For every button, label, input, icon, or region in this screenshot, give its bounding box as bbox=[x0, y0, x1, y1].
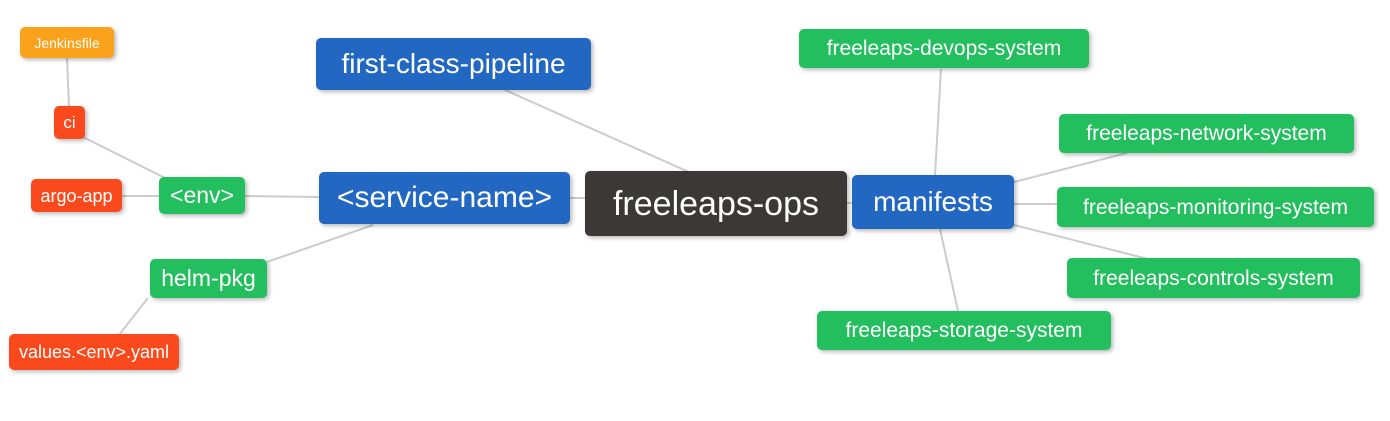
node-freeleaps-ops[interactable]: freeleaps-ops bbox=[585, 171, 847, 236]
node-first-class-pipeline[interactable]: first-class-pipeline bbox=[316, 38, 591, 90]
node-freeleaps-network-system[interactable]: freeleaps-network-system bbox=[1059, 114, 1354, 153]
node-env[interactable]: <env> bbox=[159, 177, 245, 214]
node-freeleaps-monitoring-system[interactable]: freeleaps-monitoring-system bbox=[1057, 187, 1374, 227]
edge-manifests-controls bbox=[1013, 224, 1149, 260]
node-jenkinsfile[interactable]: Jenkinsfile bbox=[20, 27, 114, 58]
edge-env-service-name bbox=[244, 195, 320, 198]
edge-manifests-devops bbox=[934, 68, 942, 177]
node-ci[interactable]: ci bbox=[54, 106, 85, 139]
node-freeleaps-controls-system[interactable]: freeleaps-controls-system bbox=[1067, 258, 1360, 298]
node-freeleaps-devops-system[interactable]: freeleaps-devops-system bbox=[799, 29, 1089, 68]
node-argo-app[interactable]: argo-app bbox=[31, 179, 122, 212]
node-values-env-yaml[interactable]: values.<env>.yaml bbox=[9, 334, 179, 370]
node-service-name[interactable]: <service-name> bbox=[319, 172, 570, 224]
edge-helm-pkg-service-name bbox=[266, 224, 374, 263]
edge-ci-env bbox=[82, 136, 166, 179]
node-manifests[interactable]: manifests bbox=[852, 175, 1014, 229]
edge-jenkinsfile-ci bbox=[66, 57, 70, 108]
edge-manifests-network bbox=[1013, 152, 1128, 183]
edge-pipeline-freeleaps-ops bbox=[504, 89, 701, 178]
node-helm-pkg[interactable]: helm-pkg bbox=[150, 259, 267, 298]
node-freeleaps-storage-system[interactable]: freeleaps-storage-system bbox=[817, 311, 1111, 350]
edge-values-helm-pkg bbox=[118, 297, 149, 336]
edge-manifests-storage bbox=[939, 228, 959, 312]
